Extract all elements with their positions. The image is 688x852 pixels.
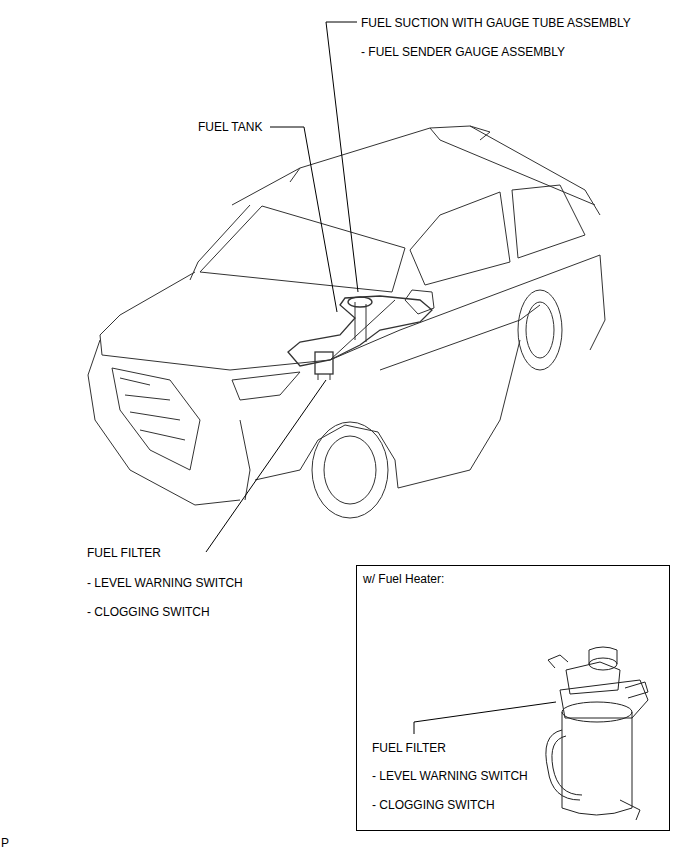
fuel-filter [315,352,333,374]
part-label: - LEVEL WARNING SWITCH [87,576,243,590]
windshield [200,206,405,292]
part-label: FUEL SUCTION WITH GAUGE TUBE ASSEMBLY [361,16,631,30]
leader-line [270,127,337,312]
door-line [380,305,540,370]
part-label: - FUEL SENDER GAUGE ASSEMBLY [361,45,565,59]
hood-line [100,272,195,355]
part-label: - CLOGGING SWITCH [372,798,495,812]
headlamp [232,372,300,400]
leader-line [414,702,556,734]
front-rim [324,436,376,504]
leader-line [326,22,358,292]
part-label: FUEL TANK [198,120,262,134]
hood-edge [102,300,395,370]
front-bumper [88,340,240,505]
grille-bars [120,378,185,440]
a-pillar [190,205,250,280]
part-label: - CLOGGING SWITCH [87,605,210,619]
grille [112,368,200,470]
roof-line [232,126,600,215]
mirror [405,290,434,314]
bumper-side [240,420,250,500]
part-label: FUEL FILTER [372,741,446,755]
inset-heading: w/ Fuel Heater: [363,572,444,586]
fuel-filter-heater [546,647,648,820]
fuel-filter [318,374,330,380]
body-side [330,255,605,360]
front-wheel [312,422,388,518]
fuel-tank [288,296,432,366]
gauge-tube [355,302,366,342]
gauge-tube [348,297,372,307]
leader-line [206,380,326,552]
antenna [470,126,490,140]
part-label: - LEVEL WARNING SWITCH [372,769,528,783]
rear-wheel [518,290,562,370]
part-label: P [1,836,9,850]
side-window [512,185,585,258]
rear-rim [526,302,554,358]
part-label: FUEL FILTER [87,546,161,560]
inset-box: w/ Fuel Heater: FUEL FILTER - LEVEL WARNIN… [356,565,670,831]
roof-rail [290,128,595,205]
side-window [410,192,510,285]
